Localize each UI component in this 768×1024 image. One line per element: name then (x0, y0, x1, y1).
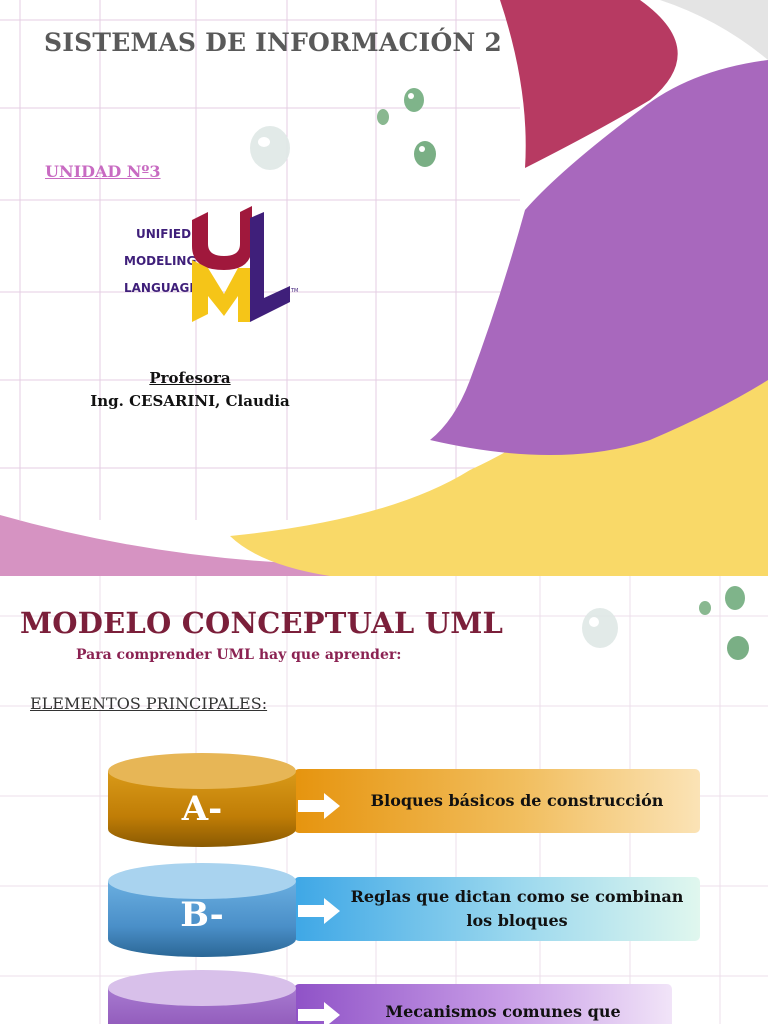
title-slide: SISTEMAS DE INFORMACIÓN 2 UNIDAD Nº3 UNI… (0, 0, 768, 576)
element-letter: A- (181, 789, 223, 829)
element-cylinder: A- (108, 753, 296, 847)
trademark-mark: TM (291, 288, 299, 294)
element-text: Bloques básicos de construcción (370, 791, 664, 810)
element-band: Mecanismos comunes que (294, 984, 672, 1024)
unit-label: UNIDAD Nº3 (45, 162, 161, 181)
course-title: SISTEMAS DE INFORMACIÓN 2 (44, 28, 502, 57)
content-slide: MODELO CONCEPTUAL UML Para comprender UM… (0, 576, 768, 1024)
arrow-right-icon (298, 793, 340, 819)
uml-logo: UNIFIED MODELING LANGUAGE TM (124, 196, 306, 326)
professor-label: Profesora (149, 369, 231, 387)
cylinder-shape (108, 863, 296, 957)
element-band: Bloques básicos de construcción (294, 769, 700, 833)
element-letter: B- (180, 895, 224, 935)
professor-name: Ing. CESARINI, Claudia (90, 392, 290, 410)
element-text: Mecanismos comunes que (385, 1002, 621, 1021)
cylinder-shape (108, 753, 296, 847)
background-decoration (0, 0, 768, 576)
arrow-right-icon (298, 1002, 340, 1024)
element-cylinder: B- (108, 863, 296, 957)
logo-line-unified: UNIFIED (136, 227, 192, 241)
logo-line-language: LANGUAGE (124, 281, 198, 295)
slide-title: MODELO CONCEPTUAL UML (20, 606, 504, 640)
section-label: ELEMENTOS PRINCIPALES: (30, 694, 268, 713)
cylinder-shape (108, 970, 296, 1024)
element-band: Reglas que dictan como se combinan los b… (294, 877, 700, 941)
logo-line-modeling: MODELING (124, 254, 197, 268)
element-text: Reglas que dictan como se combinan los b… (350, 887, 684, 930)
slide-subtitle: Para comprender UML hay que aprender: (76, 647, 402, 663)
arrow-right-icon (298, 898, 340, 924)
element-cylinder (108, 970, 296, 1024)
uml-letters-icon (192, 206, 290, 322)
